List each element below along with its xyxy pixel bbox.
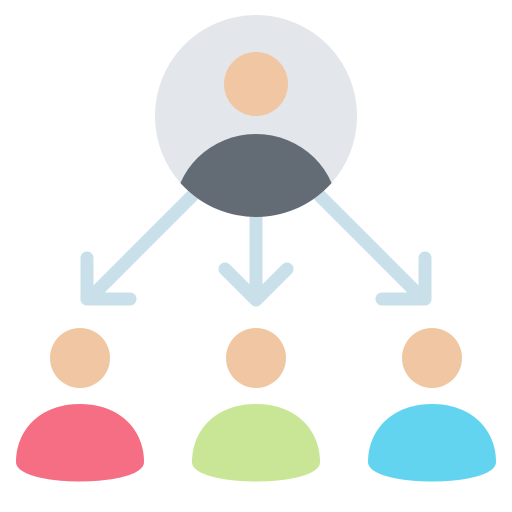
member-right-head (402, 328, 462, 388)
manager-body (174, 134, 338, 217)
arrows-group (80, 184, 432, 307)
arrow-left-icon (80, 184, 204, 306)
team-member-center-icon (192, 328, 320, 482)
team-member-right-icon (368, 328, 496, 482)
manager-head (224, 52, 288, 116)
member-center-head (226, 328, 286, 388)
arrow-center-icon (218, 209, 294, 307)
arrow-right-icon (308, 184, 432, 306)
member-left-head (50, 328, 110, 388)
manager-avatar-icon (155, 15, 357, 217)
member-right-body (368, 404, 496, 482)
member-center-body (192, 404, 320, 482)
team-member-left-icon (16, 328, 144, 482)
member-left-body (16, 404, 144, 482)
